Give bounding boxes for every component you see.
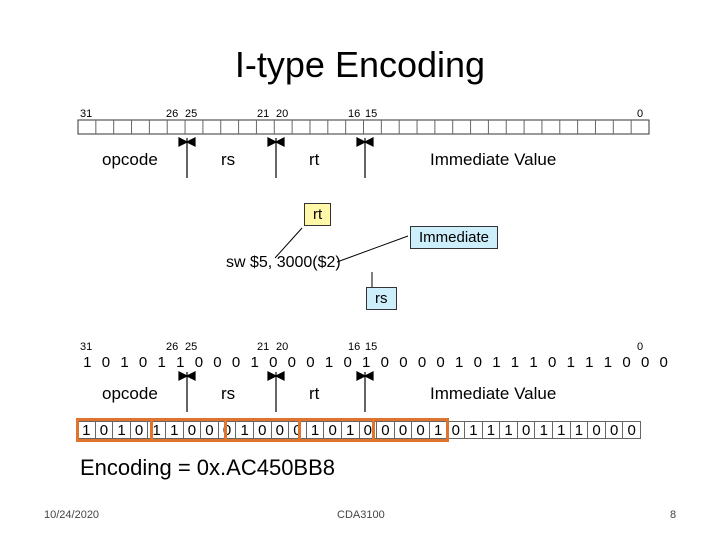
mid-bit-21: 0 (269, 354, 278, 371)
callout-rs: rs (366, 287, 397, 310)
register-ticks (95, 120, 632, 134)
field-boundaries (178, 137, 374, 178)
mid-bit-number-15: 15 (365, 341, 378, 353)
mid-field-opcode: opcode (102, 384, 158, 403)
mid-bit-11: 1 (455, 354, 464, 371)
mid-bit-number-20: 20 (276, 341, 289, 353)
grouped-bit-2: 0 (587, 421, 606, 439)
mid-bit-number-26: 26 (166, 341, 179, 353)
grouped-bit-9: 1 (464, 421, 483, 439)
mid-bit-number-0: 0 (637, 341, 644, 353)
mid-bit-22: 1 (250, 354, 259, 371)
mid-field-rt: rt (309, 384, 320, 403)
mid-bit-26: 1 (176, 354, 185, 371)
mid-bit-6: 0 (547, 354, 557, 371)
mid-bit-18: 1 (324, 354, 334, 371)
rt-pointer-line (274, 227, 303, 259)
mid-bit-1: 0 (640, 354, 650, 371)
nibble-group-5 (372, 418, 449, 442)
footer-course: CDA3100 (337, 509, 385, 521)
mid-bit-number-25: 25 (185, 341, 198, 353)
slide-title: I-type Encoding (234, 44, 486, 85)
mid-bit-8: 1 (510, 354, 520, 371)
mid-bit-17: 0 (343, 354, 352, 371)
mid-bit-28: 0 (138, 354, 148, 371)
mid-bit-15: 0 (380, 354, 389, 371)
bit-number-0: 0 (637, 108, 644, 120)
field-rs: rs (221, 150, 236, 169)
nibble-group-3 (224, 418, 301, 442)
bit-number-25: 25 (185, 108, 198, 120)
grouped-bit-3: 1 (569, 421, 589, 439)
grouped-bit-5: 1 (534, 421, 554, 439)
bit-number-15: 15 (365, 108, 378, 120)
grouped-bit-7: 1 (499, 421, 518, 439)
bit-number-31: 31 (80, 108, 93, 120)
encoding-result: Encoding = 0x.AC450BB8 (80, 455, 336, 480)
mid-bit-0: 0 (659, 354, 668, 371)
mid-bit-23: 0 (231, 354, 241, 371)
grouped-bit-8: 1 (481, 421, 501, 439)
mid-bit-9: 1 (492, 354, 501, 371)
mid-bit-5: 1 (566, 354, 575, 371)
mid-field-boundaries (178, 371, 374, 412)
mid-field-immediate: Immediate Value (430, 384, 557, 403)
field-rt: rt (309, 150, 320, 169)
mid-bit-number-21: 21 (257, 341, 270, 353)
mid-bit-30: 0 (101, 354, 111, 371)
bit-number-21: 21 (257, 108, 270, 120)
mid-bit-16: 1 (362, 354, 371, 371)
nibble-group-2 (150, 418, 227, 442)
field-opcode: opcode (102, 150, 158, 169)
bit-number-16: 16 (348, 108, 361, 120)
mid-field-rs: rs (221, 384, 236, 403)
callout-rt: rt (304, 203, 332, 226)
callout-immediate: Immediate (410, 226, 499, 249)
mid-bit-3: 1 (603, 354, 613, 371)
mid-bit-31: 1 (83, 354, 92, 371)
mid-bit-25: 0 (194, 354, 204, 371)
grouped-bit-6: 0 (516, 421, 536, 439)
mid-bit-7: 1 (529, 354, 538, 371)
grouped-bit-10: 0 (446, 421, 466, 439)
footer-page-number: 8 (670, 509, 677, 521)
mid-bit-13: 0 (417, 354, 427, 371)
mid-bit-4: 1 (585, 354, 594, 371)
mid-bit-number-31: 31 (80, 341, 93, 353)
mid-bit-27: 1 (157, 354, 166, 371)
mid-bit-12: 0 (436, 354, 445, 371)
instruction-text: sw $5, 3000($2) (226, 254, 341, 271)
grouped-bit-4: 1 (552, 421, 571, 439)
nibble-group-1 (76, 418, 153, 442)
bit-number-20: 20 (276, 108, 289, 120)
mid-bit-20: 0 (287, 354, 296, 371)
immediate-pointer-line (336, 235, 409, 263)
mid-bit-2: 0 (622, 354, 631, 371)
grouped-bit-1: 0 (604, 421, 624, 439)
mid-bit-29: 1 (120, 354, 129, 371)
mid-bit-24: 0 (213, 354, 222, 371)
grouped-bit-0: 0 (622, 421, 641, 439)
footer-date: 10/24/2020 (44, 509, 100, 521)
mid-bit-10: 0 (473, 354, 482, 371)
mid-bit-19: 0 (306, 354, 315, 371)
mid-bit-number-16: 16 (348, 341, 361, 353)
bit-number-26: 26 (166, 108, 179, 120)
field-immediate: Immediate Value (430, 150, 557, 169)
mid-bit-14: 0 (399, 354, 408, 371)
nibble-group-4 (298, 418, 375, 442)
